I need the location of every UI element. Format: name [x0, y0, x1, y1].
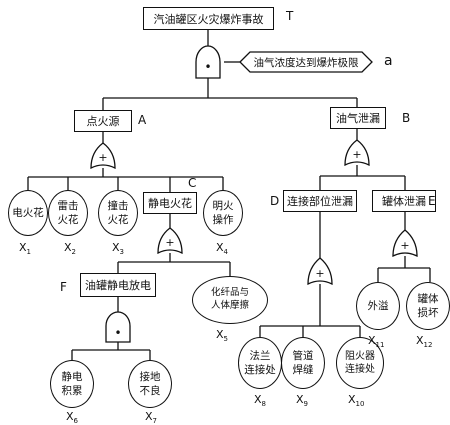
event-d-box: 连接部位泄漏	[283, 190, 357, 212]
x2-label: X2	[64, 241, 77, 257]
x12-label: X12	[416, 334, 433, 350]
event-d-label: 连接部位泄漏	[287, 195, 353, 208]
basic-event-x9: 管道 焊缝	[281, 337, 325, 389]
and-gate-f	[105, 311, 131, 343]
or-gate-a-symbol: +	[98, 151, 107, 164]
top-event-box: 汽油罐区火灾爆炸事故	[143, 7, 274, 30]
event-c-tag: C	[188, 176, 197, 190]
condition-tag: a	[384, 53, 393, 69]
basic-event-x2: 雷击 火花	[48, 190, 88, 236]
x7-label: X7	[145, 410, 158, 425]
basic-event-x3-label: 撞击 火花	[107, 199, 129, 226]
basic-event-x7: 接地 不良	[128, 360, 172, 408]
or-gate-e-symbol: +	[400, 239, 409, 252]
event-e-tag: E	[428, 194, 436, 208]
top-event-tag: T	[286, 9, 294, 23]
event-b-box: 油气泄漏	[330, 107, 386, 129]
basic-event-x8: 法兰 连接处	[238, 337, 282, 389]
event-a-box: 点火源	[74, 110, 132, 132]
basic-event-x8-label: 法兰 连接处	[244, 349, 276, 376]
event-f-box: 油罐静电放电	[80, 273, 156, 297]
or-gate-e	[392, 229, 418, 258]
x10-label: X10	[348, 393, 365, 409]
top-event-label: 汽油罐区火灾爆炸事故	[153, 12, 264, 26]
or-gate-c	[157, 227, 183, 255]
basic-event-x12-label: 罐体 损坏	[417, 292, 439, 319]
or-gate-b-symbol: +	[352, 148, 361, 161]
and-gate-top-symbol: •	[204, 60, 211, 74]
basic-event-x2-label: 雷击 火花	[57, 199, 79, 226]
x9-label: X9	[296, 393, 309, 409]
and-gate-f-symbol: •	[114, 326, 121, 340]
basic-event-x6: 静电 积累	[50, 360, 94, 408]
event-c-label: 静电火花	[148, 197, 192, 210]
x8-label: X8	[254, 393, 267, 409]
basic-event-x12: 罐体 损坏	[406, 282, 450, 330]
event-b-label: 油气泄漏	[336, 112, 380, 125]
basic-event-x1: 电火花	[8, 190, 48, 236]
basic-event-x5-label: 化纤品与 人体摩擦	[210, 287, 249, 311]
event-c-box: 静电火花	[143, 192, 197, 214]
or-gate-d	[307, 257, 333, 286]
basic-event-x4: 明火 操作	[203, 190, 243, 236]
basic-event-x10: 阻火器 连接处	[336, 337, 384, 389]
or-gate-d-symbol: +	[315, 267, 324, 280]
x5-label: X5	[216, 328, 229, 344]
event-f-label: 油罐静电放电	[85, 279, 151, 292]
event-a-tag: A	[138, 113, 147, 127]
basic-event-x9-label: 管道 焊缝	[292, 349, 314, 376]
condition-hexagon	[239, 51, 373, 73]
x3-label: X3	[112, 241, 125, 257]
or-gate-a	[90, 142, 116, 170]
event-a-label: 点火源	[86, 115, 120, 128]
or-gate-b	[344, 139, 370, 167]
basic-event-x6-label: 静电 积累	[61, 370, 83, 397]
basic-event-x11-label: 外溢	[367, 299, 389, 312]
x11-label: X11	[368, 334, 385, 350]
basic-event-x1-label: 电火花	[12, 206, 44, 219]
x4-label: X4	[216, 241, 229, 257]
basic-event-x10-label: 阻火器 连接处	[345, 350, 375, 376]
basic-event-x7-label: 接地 不良	[139, 370, 161, 397]
and-gate-top	[195, 45, 221, 79]
event-e-box: 罐体泄漏	[372, 190, 436, 212]
x6-label: X6	[66, 410, 79, 425]
event-e-label: 罐体泄漏	[382, 195, 426, 208]
event-f-tag: F	[60, 280, 67, 294]
basic-event-x5: 化纤品与 人体摩擦	[192, 276, 268, 324]
condition-label: 油气浓度达到爆炸极限	[254, 56, 359, 69]
or-gate-c-symbol: +	[165, 236, 174, 249]
event-d-tag: D	[270, 194, 280, 208]
x1-label: X1	[19, 241, 32, 257]
event-b-tag: B	[402, 111, 411, 125]
basic-event-x11: 外溢	[356, 282, 400, 330]
basic-event-x4-label: 明火 操作	[212, 199, 234, 226]
basic-event-x3: 撞击 火花	[98, 190, 138, 236]
